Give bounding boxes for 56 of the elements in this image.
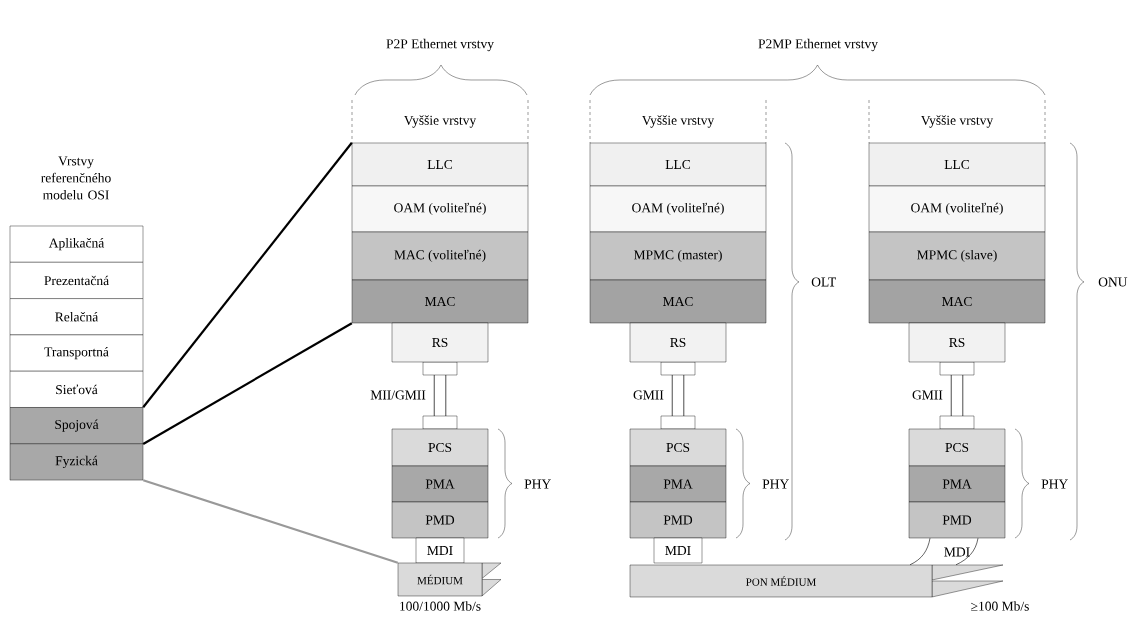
interface-label: MII/GMII xyxy=(370,390,426,400)
osi-layer-box: Transportná xyxy=(9,334,144,372)
interface-box: MDI xyxy=(415,537,465,564)
layer-box: RS xyxy=(908,322,1006,363)
layer-box: RS xyxy=(391,322,489,363)
layer-box: MAC xyxy=(589,279,767,324)
layer-box: PCS xyxy=(391,428,489,467)
medium-box: PON MÉDIUM xyxy=(629,564,1004,598)
layer-box: MAC (voliteľné) xyxy=(351,231,529,281)
layer-box: OAM (voliteľné) xyxy=(868,185,1046,233)
upper-layers-box: Vyššie vrstvy xyxy=(351,99,529,144)
brace-label: PHY xyxy=(524,479,551,489)
osi-layer-box: Sieťová xyxy=(9,371,144,408)
upper-layers-box: Vyššie vrstvy xyxy=(868,99,1046,144)
layer-box: LLC xyxy=(868,142,1046,187)
layer-box: OAM (voliteľné) xyxy=(351,185,529,233)
layer-box: PCS xyxy=(629,428,727,467)
zoom-line xyxy=(142,479,399,564)
layer-box: MPMC (slave) xyxy=(868,231,1046,281)
stack-heading: Vrstvy referenčného modelu OSI xyxy=(41,156,111,200)
medium-box: MÉDIUM xyxy=(397,562,502,597)
interface-line xyxy=(909,537,931,566)
layer-box: LLC xyxy=(351,142,529,187)
osi-layer-box: Spojová xyxy=(9,407,144,444)
upper-layers-box: Vyššie vrstvy xyxy=(589,99,767,144)
layer-box: PMA xyxy=(908,465,1006,503)
layer-box: PMD xyxy=(391,501,489,539)
heading: P2P Ethernet vrstvy xyxy=(386,38,494,52)
brace-label: PHY xyxy=(762,479,789,489)
interface-label: GMII xyxy=(912,390,943,400)
osi-layer-box: Fyzická xyxy=(9,443,144,481)
layer-box: PMA xyxy=(391,465,489,503)
layer-box: PMD xyxy=(629,501,727,539)
layer-box: RS xyxy=(629,322,727,363)
interface-label: MDI xyxy=(944,547,970,557)
interface-line xyxy=(955,537,979,566)
layer-box: PMA xyxy=(629,465,727,503)
brace-label: OLT xyxy=(811,277,836,287)
interface-box: MDI xyxy=(653,537,703,564)
heading: P2MP Ethernet vrstvy xyxy=(758,38,878,52)
speed-label: 100/1000 Mb/s xyxy=(400,601,481,611)
brace-label: PHY xyxy=(1041,479,1068,489)
layer-box: OAM (voliteľné) xyxy=(589,185,767,233)
osi-layer-box: Aplikačná xyxy=(9,225,144,263)
speed-label: ≥100 Mb/s xyxy=(971,601,1029,611)
layer-box: LLC xyxy=(589,142,767,187)
osi-layer-box: Relačná xyxy=(9,298,144,336)
layer-box: PMD xyxy=(908,501,1006,539)
zoom-line xyxy=(142,142,353,408)
layer-box: PCS xyxy=(908,428,1006,467)
osi-layer-box: Prezentačná xyxy=(9,262,144,299)
brace-label: ONU xyxy=(1098,277,1128,287)
layer-box: MAC xyxy=(351,279,529,324)
interface-label: GMII xyxy=(633,390,664,400)
layer-box: MAC xyxy=(868,279,1046,324)
layer-box: MPMC (master) xyxy=(589,231,767,281)
